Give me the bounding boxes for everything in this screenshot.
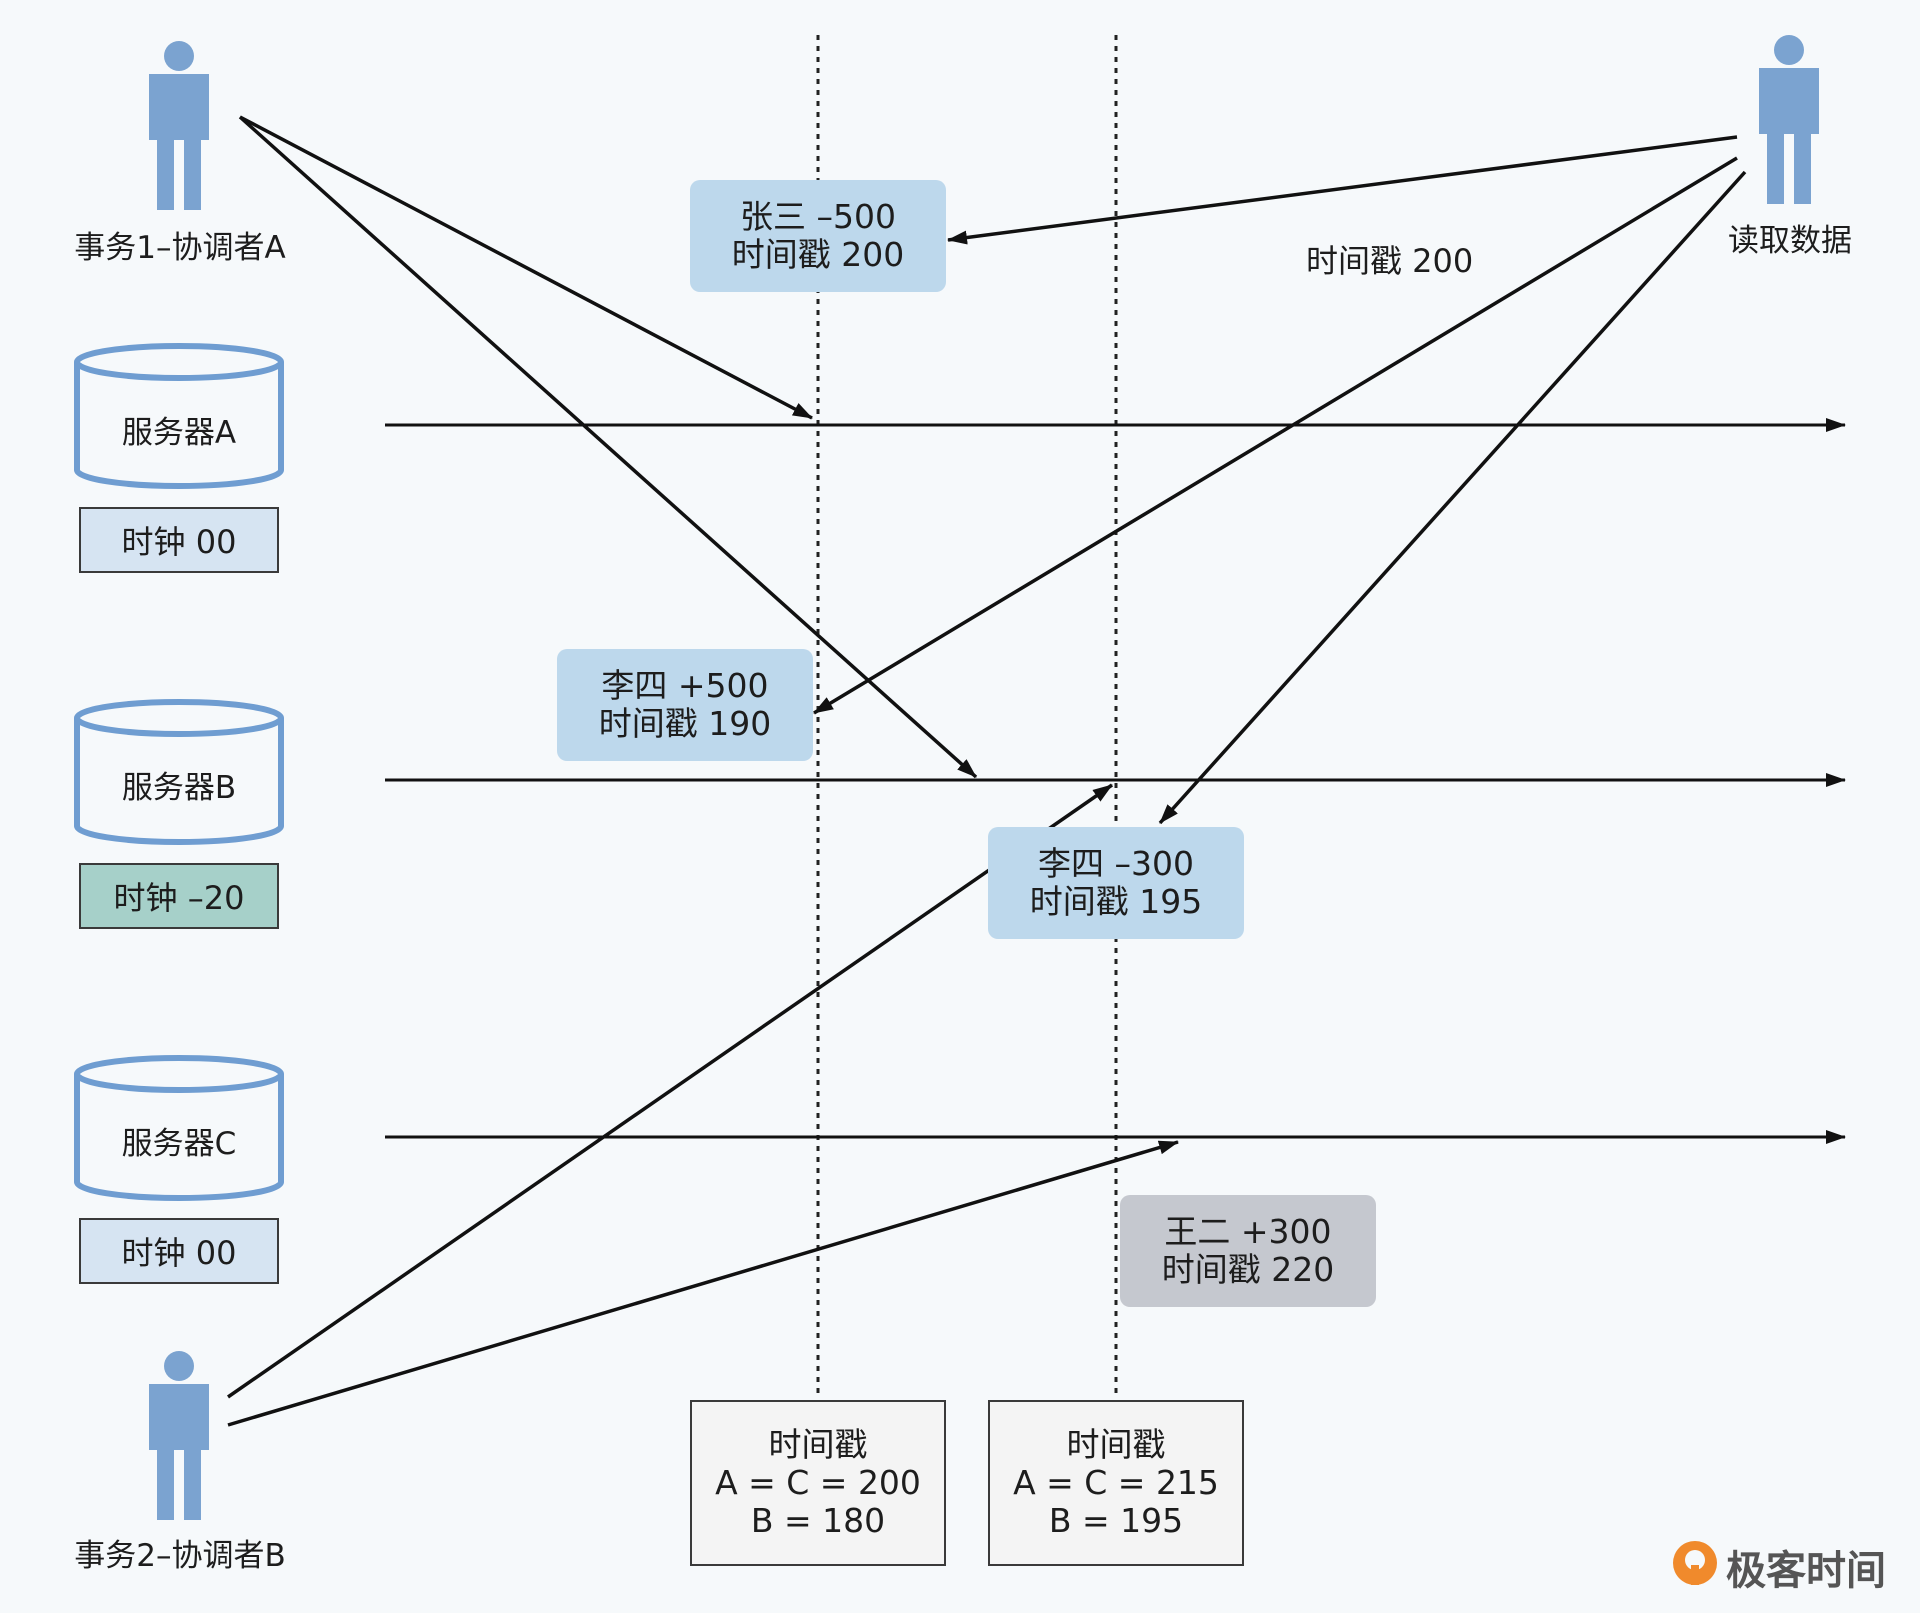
server-a-label: 服务器A [121,415,237,451]
write-lisi-plus: 李四 +500 时间戳 190 [557,649,813,761]
write-item: 张三 –500 [740,197,896,236]
snapshot-line: A = C = 200 [715,1463,921,1502]
snapshot-title: 时间戳 [1066,1425,1166,1464]
coordinator-a-label: 事务1–协调者A [74,230,286,266]
write-timestamp: 时间戳 220 [1161,1250,1335,1289]
person-icon [149,1351,209,1520]
reader-label: 读取数据 [1728,223,1852,259]
read-timestamp-label: 时间戳 200 [1306,242,1474,280]
server-b-clock: 时钟 –20 [79,863,279,929]
arrow-read-to-zhangsan [947,135,1738,245]
snapshot-line: B = 195 [1048,1501,1184,1540]
snapshot-box-1: 时间戳 A = C = 200 B = 180 [690,1400,946,1566]
write-item: 李四 –300 [1038,844,1194,883]
logo-icon [1673,1541,1717,1585]
write-item: 李四 +500 [601,666,769,705]
write-wanger: 王二 +300 时间戳 220 [1120,1195,1376,1307]
server-b-label: 服务器B [121,770,237,806]
snapshot-title: 时间戳 [768,1425,868,1464]
snapshot-line: B = 180 [750,1501,886,1540]
snapshot-box-2: 时间戳 A = C = 215 B = 195 [988,1400,1244,1566]
database-icon [74,343,284,489]
server-c-clock: 时钟 00 [79,1218,279,1284]
write-lisi-minus: 李四 –300 时间戳 195 [988,827,1244,939]
write-timestamp: 时间戳 200 [731,235,905,274]
server-c-label: 服务器C [121,1126,237,1162]
arrow-b-to-server-b [227,783,1113,1399]
person-icon [149,41,209,210]
database-icon [74,1055,284,1201]
write-zhangsan: 张三 –500 时间戳 200 [690,180,946,292]
arrow-a-to-server-b [238,115,978,779]
coordinator-b-label: 事务2–协调者B [74,1538,286,1574]
logo-text: 极客时间 [1726,1548,1886,1594]
person-icon [1759,35,1819,204]
server-a-clock: 时钟 00 [79,507,279,573]
write-timestamp: 时间戳 190 [598,704,772,743]
arrow-b-to-server-c [227,1140,1179,1427]
arrow-a-to-server-a [239,115,813,420]
database-icon [74,699,284,845]
arrow-read-to-lisi-minus [1158,170,1747,825]
snapshot-line: A = C = 215 [1013,1463,1219,1502]
write-timestamp: 时间戳 195 [1029,882,1203,921]
write-item: 王二 +300 [1164,1212,1332,1251]
arrow-read-to-lisi-plus [813,156,1738,715]
